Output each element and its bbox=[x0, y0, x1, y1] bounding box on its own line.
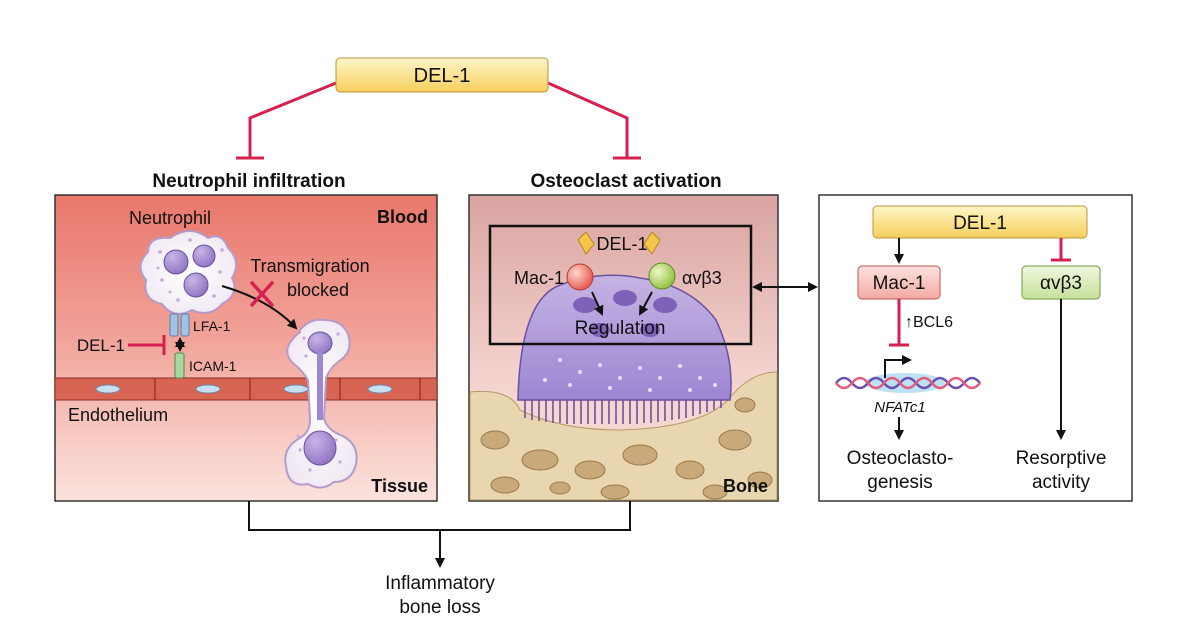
label-blocked: blocked bbox=[287, 280, 349, 300]
top-del1-label: DEL-1 bbox=[414, 65, 471, 87]
label-mac1-middle: Mac-1 bbox=[514, 268, 564, 288]
label-osteoclastogenesis-1: Osteoclasto- bbox=[847, 448, 954, 469]
label-bone: Bone bbox=[723, 476, 768, 496]
mac1-inhibits-nfatc1 bbox=[889, 299, 909, 347]
label-transmigration: Transmigration bbox=[250, 256, 369, 276]
label-del1-left: DEL-1 bbox=[77, 336, 125, 355]
label-mac1-right: Mac-1 bbox=[873, 273, 926, 294]
label-del1-middle: DEL-1 bbox=[596, 234, 647, 254]
label-regulation: Regulation bbox=[575, 318, 666, 339]
right-avb3-box: αvβ3 bbox=[1021, 265, 1101, 300]
label-bcl6: ↑BCL6 bbox=[905, 314, 953, 331]
label-bone-loss: bone loss bbox=[399, 597, 480, 618]
label-avb3-middle: αvβ3 bbox=[682, 268, 722, 288]
panel-signaling: DEL-1 Mac-1 αvβ3 ↑BCL6 bbox=[818, 194, 1133, 502]
label-avb3-right: αvβ3 bbox=[1040, 273, 1082, 294]
label-osteoclastogenesis-2: genesis bbox=[867, 472, 933, 493]
label-neutrophil: Neutrophil bbox=[129, 208, 211, 228]
transmigrating-neutrophil bbox=[284, 318, 358, 489]
lfa1-receptor bbox=[169, 313, 190, 337]
label-lfa1: LFA-1 bbox=[193, 318, 231, 334]
del1-inhibits-avb3 bbox=[1051, 238, 1071, 262]
osteoclast-cell bbox=[517, 274, 732, 424]
label-inflammatory: Inflammatory bbox=[385, 573, 495, 594]
right-mac1-box: Mac-1 bbox=[857, 265, 941, 300]
heading-osteoclast-activation: Osteoclast activation bbox=[530, 171, 721, 192]
blocked-x-icon bbox=[250, 281, 274, 307]
bottom-convergence-lines bbox=[248, 501, 631, 568]
label-endothelium: Endothelium bbox=[68, 405, 168, 425]
label-blood: Blood bbox=[377, 207, 428, 227]
right-del1-box: DEL-1 bbox=[872, 205, 1088, 239]
regulation-arrows bbox=[591, 291, 653, 316]
mac1-receptor-icon bbox=[566, 263, 594, 291]
label-del1-right: DEL-1 bbox=[953, 213, 1007, 234]
transcription-start-arrow bbox=[884, 355, 912, 378]
label-nfatc1: NFATc1 bbox=[874, 399, 925, 416]
label-resorptive-2: activity bbox=[1032, 472, 1091, 493]
bone-pores bbox=[480, 397, 773, 500]
heading-neutrophil-infiltration: Neutrophil infiltration bbox=[152, 171, 345, 192]
label-icam1: ICAM-1 bbox=[189, 358, 237, 374]
del1-diamond-icon bbox=[577, 231, 661, 255]
endothelium-layer bbox=[54, 377, 438, 401]
regulation-inset-box bbox=[488, 224, 753, 346]
top-del1-box: DEL-1 bbox=[335, 57, 549, 93]
label-tissue: Tissue bbox=[371, 476, 428, 496]
transmigration-arrow bbox=[221, 285, 298, 330]
icam1-receptor bbox=[174, 352, 185, 379]
top-inhibition-lines bbox=[236, 81, 641, 160]
del1-inhibition-lfa1 bbox=[128, 335, 166, 355]
panel-bone: DEL-1 Mac-1 αvβ3 Regulation Bone bbox=[468, 194, 779, 502]
label-resorptive-1: Resorptive bbox=[1016, 448, 1107, 469]
panel-blood-tissue: Blood Tissue Neutrophil Transmigration b… bbox=[54, 194, 438, 502]
neutrophil-cell bbox=[139, 230, 238, 315]
avb3-receptor-icon bbox=[648, 262, 676, 290]
